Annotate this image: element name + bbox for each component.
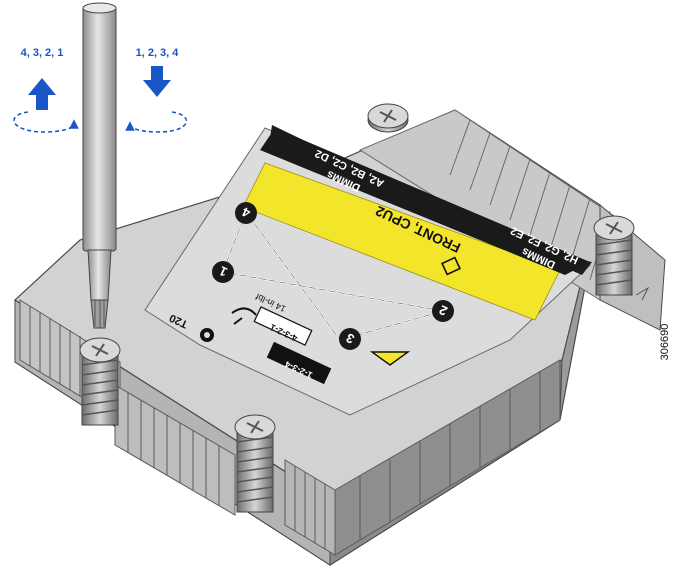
screw-marker-1: 1	[212, 261, 234, 283]
screw-marker-3: 3	[339, 328, 361, 350]
loosen-indicator: 4, 3, 2, 1	[13, 47, 79, 133]
arrow-down-icon	[143, 66, 171, 97]
captive-screw-right	[593, 215, 635, 296]
torque-wrench-icon	[231, 307, 257, 325]
torx-driver-icon	[200, 328, 214, 342]
warning-triangle-icon	[369, 351, 411, 366]
arrow-up-icon	[28, 78, 56, 110]
tighten-indicator: 1, 2, 3, 4	[125, 47, 188, 133]
torx-screwdriver	[82, 2, 117, 329]
figure-number: 306690	[659, 324, 671, 361]
screw-marker-2: 2	[432, 300, 454, 322]
captive-screw-left	[79, 337, 121, 426]
heatsink-label	[144, 125, 592, 416]
cpu-chip-icon	[441, 256, 461, 276]
heatsink-fins-right	[284, 359, 561, 556]
cw-rotation-icon	[125, 111, 188, 133]
screw-marker-4: 4	[235, 202, 257, 224]
corner-marker	[635, 286, 650, 301]
captive-screw-front	[234, 414, 276, 513]
captive-screw-back	[367, 103, 409, 133]
tighten-sequence-text: 1, 2, 3, 4	[136, 47, 180, 59]
ccw-rotation-icon	[13, 111, 79, 133]
loosen-sequence-text: 4, 3, 2, 1	[21, 47, 64, 59]
install-order-box: 1-2-3-4	[266, 341, 332, 385]
